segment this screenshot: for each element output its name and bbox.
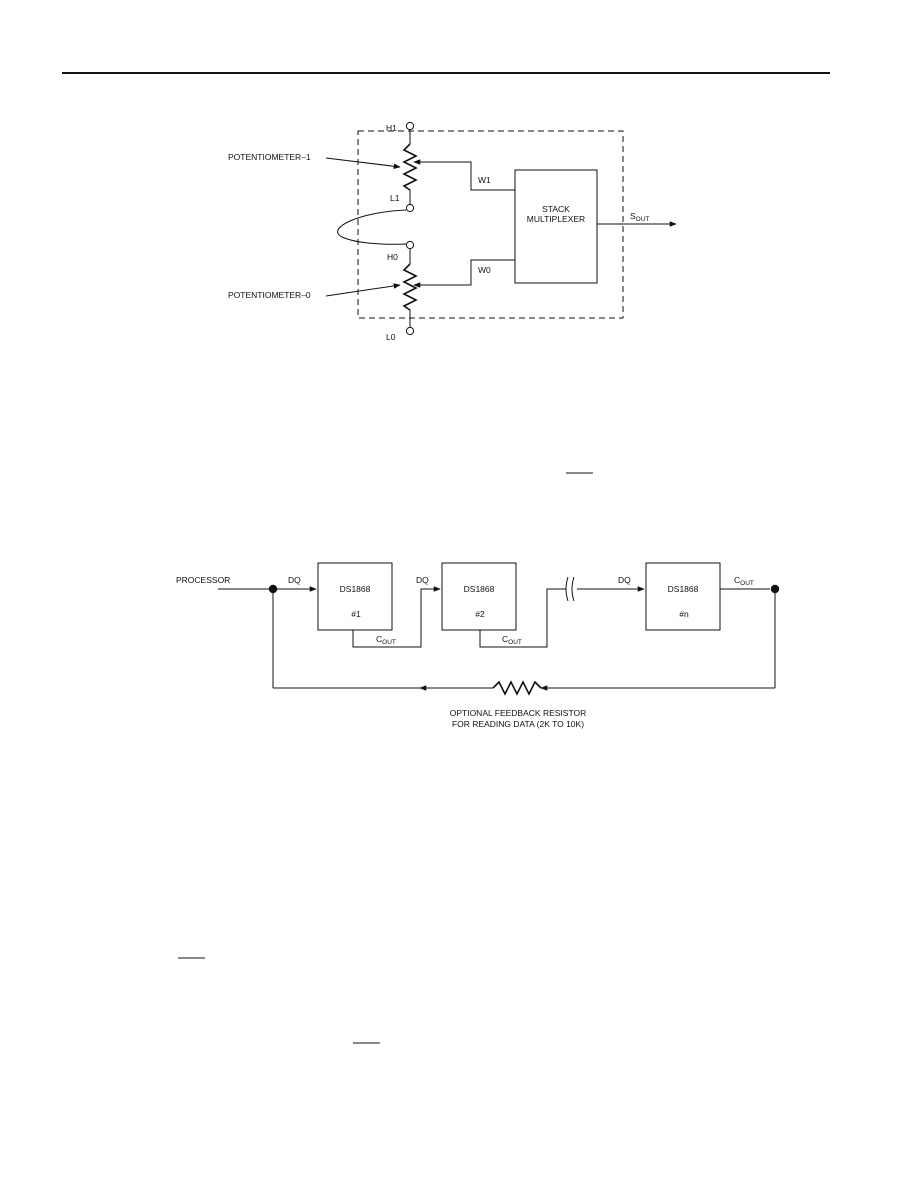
chip-n-name: DS1868 <box>668 584 699 594</box>
l1-h0-jumper <box>337 209 407 245</box>
output-junction-node <box>770 584 780 594</box>
stacked-potentiometer-diagram: H1 L1 H0 L0 W1 W0 STACK MULTIPLEXER SO <box>228 121 677 342</box>
chip-1-number: #1 <box>351 609 361 619</box>
cout-1-label: COUT <box>376 634 396 646</box>
dq-label-n: DQ <box>618 575 631 585</box>
multiplexer-label: MULTIPLEXER <box>527 214 585 224</box>
chip-n-number: #n <box>679 609 689 619</box>
h1-terminal <box>405 121 415 131</box>
pot0-pointer <box>325 283 401 297</box>
cout-2-label: COUT <box>502 634 522 646</box>
l0-label: L0 <box>386 332 396 342</box>
dq-label-1: DQ <box>288 575 301 585</box>
h0-label: H0 <box>387 252 398 262</box>
w0-label: W0 <box>478 265 491 275</box>
ds1868-chip-n <box>645 562 721 631</box>
cout-1-line <box>352 586 441 648</box>
pot1-pointer <box>325 157 401 170</box>
l0-terminal <box>405 326 415 336</box>
cout-n-label: COUT <box>734 575 754 587</box>
potentiometer-0-resistor <box>402 263 418 311</box>
potentiometer-0-label: POTENTIOMETER–0 <box>228 290 311 300</box>
h0-terminal <box>405 240 415 250</box>
l1-label: L1 <box>390 193 400 203</box>
sout-label: SOUT <box>630 211 649 223</box>
l1-terminal <box>405 203 415 213</box>
chip-1-name: DS1868 <box>340 584 371 594</box>
chain-break-symbol <box>565 576 575 602</box>
h1-label: H1 <box>386 123 397 133</box>
daisy-chain-diagram: PROCESSOR DQ DS1868 #1 COUT DQ DS1868 #2… <box>176 562 780 729</box>
processor-label: PROCESSOR <box>176 575 230 585</box>
stack-label: STACK <box>542 204 570 214</box>
wiper-w0-line <box>413 259 515 288</box>
chip-2-name: DS1868 <box>464 584 495 594</box>
ds1868-chip-2 <box>441 562 517 631</box>
dq-label-2: DQ <box>416 575 429 585</box>
potentiometer-1-label: POTENTIOMETER–1 <box>228 152 311 162</box>
device-boundary <box>357 130 624 319</box>
potentiometer-1-resistor <box>402 143 418 191</box>
wiper-w1-line <box>413 159 515 191</box>
input-junction-node <box>268 584 278 594</box>
feedback-label-line-2: FOR READING DATA (2K TO 10K) <box>452 719 584 729</box>
ds1868-chip-1 <box>317 562 393 631</box>
w1-label: W1 <box>478 175 491 185</box>
feedback-label-line-1: OPTIONAL FEEDBACK RESISTOR <box>450 708 587 718</box>
chip-2-number: #2 <box>475 609 485 619</box>
stack-multiplexer-block <box>514 169 598 284</box>
feedback-resistor <box>492 680 542 696</box>
cout-2-line <box>479 588 566 648</box>
